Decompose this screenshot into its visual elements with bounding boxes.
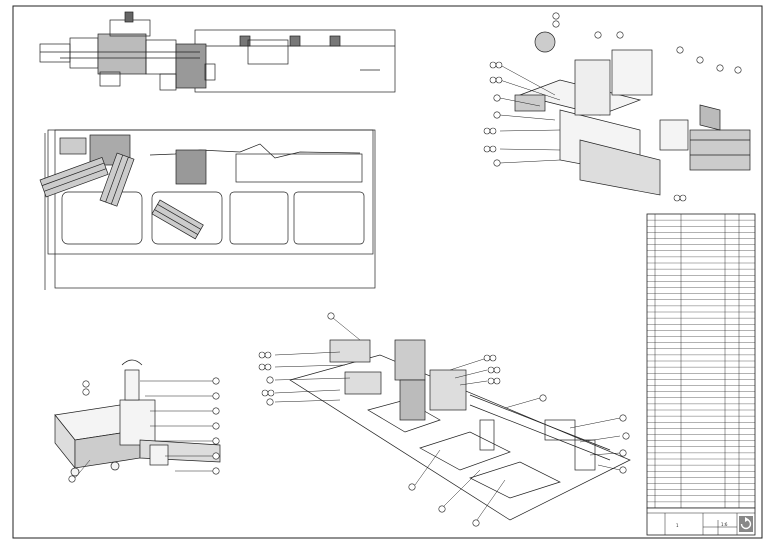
title-block: 1 1:6: [646, 507, 756, 536]
top-view: [39, 11, 396, 93]
iso-sub-assembly-view: [54, 359, 221, 477]
iso-detail-view: [514, 31, 751, 196]
rotate-arrow-icon: [740, 517, 752, 530]
bill-of-materials-table: [646, 213, 756, 509]
sub-assembly-balloons: [68, 377, 220, 483]
drawing-scale: 1:6: [721, 522, 728, 527]
main-assembly-balloons: [258, 312, 630, 527]
detail-balloons: [483, 12, 742, 202]
drawing-frame: [12, 5, 763, 539]
sheet-number: 1: [676, 523, 679, 528]
front-view: [39, 129, 376, 290]
iso-main-assembly-view: [289, 339, 631, 521]
